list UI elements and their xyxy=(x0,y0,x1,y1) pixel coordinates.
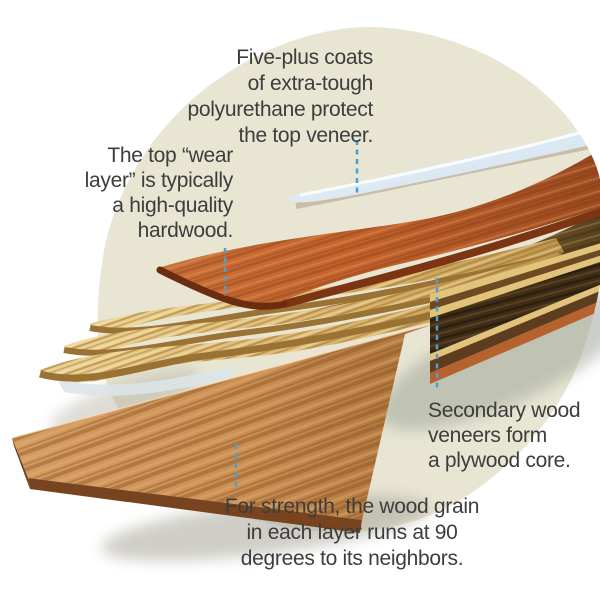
reflection-sliver xyxy=(58,366,235,396)
callout-core: Secondary wood veneers form a plywood co… xyxy=(428,398,581,473)
callout-grain: For strength, the wood grain in each lay… xyxy=(212,494,492,572)
callout-line: in each layer runs at 90 xyxy=(246,521,458,544)
stack-band-brown-a xyxy=(430,246,600,310)
wear-layer-front-edge xyxy=(283,204,600,308)
stack-band-tan-b xyxy=(430,252,600,318)
callout-line: degrees to its neighbors. xyxy=(240,547,464,570)
stack-band-copper xyxy=(430,296,600,384)
stack-band-brown-b xyxy=(430,286,600,373)
callout-line: Five-plus coats xyxy=(236,46,373,69)
bottom-plank-front-edge xyxy=(28,478,362,533)
callout-line: veneers form xyxy=(428,424,547,447)
callout-line: layer” is typically xyxy=(84,169,234,192)
core-stack xyxy=(430,240,600,384)
callout-line: For strength, the wood grain xyxy=(224,495,480,518)
wear-layer-plank xyxy=(156,142,600,310)
callout-line: Secondary wood xyxy=(428,399,581,422)
callout-wear-layer: The top “wear layer” is typically a high… xyxy=(84,143,234,243)
wear-layer-tip-edge xyxy=(156,266,288,310)
callout-line: polyurethane protect xyxy=(187,98,374,121)
polyurethane-sheet xyxy=(286,116,600,209)
callout-line: a high-quality xyxy=(112,194,233,217)
bottom-plank xyxy=(11,321,441,533)
leader-lines xyxy=(223,140,439,490)
stack-band-tan-a xyxy=(430,240,600,302)
stack-band-tan-c xyxy=(430,280,600,361)
callout-line: of extra-tough xyxy=(247,72,374,95)
wood-layers xyxy=(11,116,600,533)
polyurethane-highlight xyxy=(299,122,600,197)
callout-line: The top “wear xyxy=(107,144,233,167)
callout-line: the top veneer. xyxy=(238,124,374,147)
callout-line: hardwood. xyxy=(137,219,234,242)
callout-polyurethane: Five-plus coats of extra-tough polyureth… xyxy=(187,45,374,149)
callout-line: a plywood core. xyxy=(428,449,571,472)
